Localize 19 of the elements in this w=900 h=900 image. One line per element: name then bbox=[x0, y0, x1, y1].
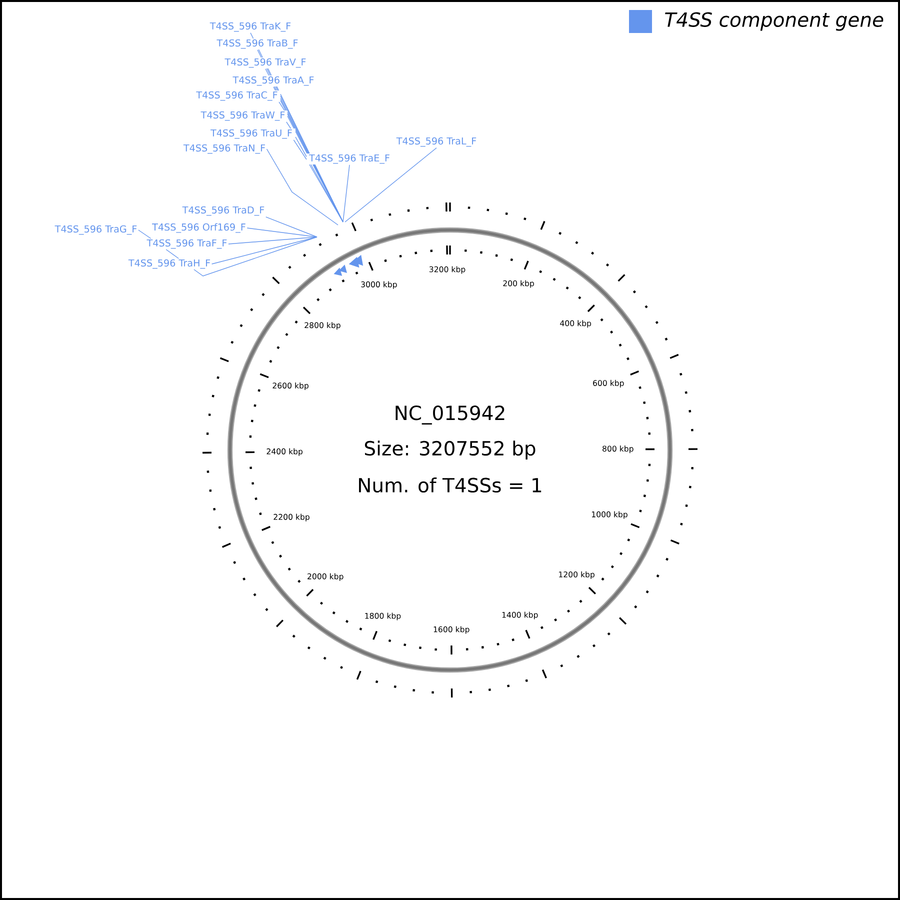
gene-label: T4SS_596 TraB_F bbox=[216, 39, 298, 49]
genome-size-text: Size: 3207552 bp bbox=[364, 440, 536, 460]
gene-label: T4SS_596 TraK_F bbox=[210, 22, 291, 32]
gene-label: T4SS_596 TraC_F bbox=[196, 91, 278, 101]
gene-label: T4SS_596 TraF_F bbox=[146, 239, 227, 249]
map-title: NC_015942 bbox=[396, 405, 504, 425]
gene-label: T4SS_596 TraH_F bbox=[128, 259, 210, 269]
gene-label: T4SS_596 TraW_F bbox=[200, 111, 285, 121]
gene-label: T4SS_596 TraL_F bbox=[396, 137, 476, 147]
gene-label: T4SS_596 Orf169_F bbox=[152, 223, 246, 233]
gene-label: T4SS_596 TraA_F bbox=[232, 76, 314, 86]
gene-label: T4SS_596 TraN_F bbox=[183, 144, 265, 154]
gene-label: T4SS_596 TraU_F bbox=[210, 129, 292, 139]
gene-label: T4SS_596 TraE_F bbox=[308, 154, 390, 164]
gene-label: T4SS_596 TraG_F bbox=[54, 225, 137, 235]
gene-label: T4SS_596 TraV_F bbox=[224, 58, 306, 68]
t4ss-count-text: Num. of T4SSs = 1 bbox=[359, 477, 542, 493]
legend-text: T4SS component gene bbox=[665, 12, 884, 31]
gene-label: T4SS_596 TraD_F bbox=[182, 206, 264, 216]
